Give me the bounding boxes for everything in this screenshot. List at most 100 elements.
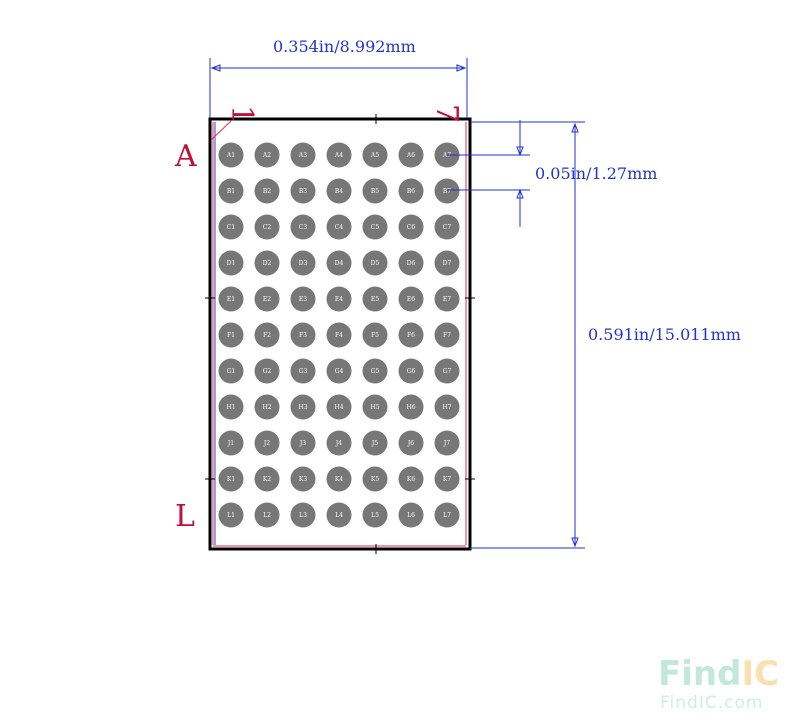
ball-label: G1 [227, 368, 236, 375]
ball-label: H7 [442, 404, 451, 411]
ball-label: G2 [263, 368, 272, 375]
ball-label: J1 [227, 440, 234, 447]
ball-label: D6 [407, 260, 416, 267]
ball-label: K3 [299, 476, 307, 483]
ball-grid: A1A2A3A4A5A6A7B1B2B3B4B5B6B7C1C2C3C4C5C6… [218, 142, 460, 528]
ball-label: B3 [299, 188, 307, 195]
ball-A1 [218, 142, 244, 168]
ball-H4 [326, 394, 352, 420]
height-label: 0.591in/15.011mm [588, 325, 741, 344]
ball-K6 [398, 466, 424, 492]
ball-label: B6 [407, 188, 415, 195]
row-first-label: A [174, 139, 197, 174]
row-last-label: L [175, 499, 195, 534]
ball-label: J5 [371, 440, 378, 447]
ball-label: B4 [335, 188, 343, 195]
ball-B5 [362, 178, 388, 204]
ball-D6 [398, 250, 424, 276]
ball-label: D2 [263, 260, 272, 267]
ball-label: F2 [263, 332, 271, 339]
ball-label: A1 [226, 152, 235, 159]
ball-E7 [434, 286, 460, 312]
ball-B7 [434, 178, 460, 204]
ball-K1 [218, 466, 244, 492]
ball-K5 [362, 466, 388, 492]
ball-label: K5 [371, 476, 379, 483]
pitch-label: 0.05in/1.27mm [535, 164, 657, 183]
ball-label: F1 [227, 332, 235, 339]
ball-A4 [326, 142, 352, 168]
ball-label: C2 [263, 224, 272, 231]
ball-J1 [218, 430, 244, 456]
ball-F4 [326, 322, 352, 348]
ball-B2 [254, 178, 280, 204]
ball-E2 [254, 286, 280, 312]
ball-label: E2 [263, 296, 271, 303]
ball-J6 [398, 430, 424, 456]
ball-label: J3 [299, 440, 306, 447]
ball-label: L5 [371, 512, 379, 519]
ball-G1 [218, 358, 244, 384]
ball-label: A6 [406, 152, 415, 159]
ball-label: F6 [407, 332, 415, 339]
ball-label: C7 [443, 224, 452, 231]
ball-C6 [398, 214, 424, 240]
ball-B1 [218, 178, 244, 204]
ball-label: A2 [262, 152, 271, 159]
ball-label: J6 [407, 440, 414, 447]
ball-label: B7 [443, 188, 451, 195]
ball-F3 [290, 322, 316, 348]
ball-label: L7 [443, 512, 451, 519]
ball-J4 [326, 430, 352, 456]
ball-label: C1 [227, 224, 235, 231]
ball-label: H3 [298, 404, 307, 411]
ball-J3 [290, 430, 316, 456]
ball-E4 [326, 286, 352, 312]
ball-label: C5 [371, 224, 380, 231]
ball-label: K1 [227, 476, 235, 483]
ball-label: B2 [263, 188, 271, 195]
ball-G7 [434, 358, 460, 384]
ball-H3 [290, 394, 316, 420]
ball-F1 [218, 322, 244, 348]
ball-label: F7 [443, 332, 451, 339]
ball-H1 [218, 394, 244, 420]
ball-label: A3 [298, 152, 307, 159]
ball-G2 [254, 358, 280, 384]
ball-C1 [218, 214, 244, 240]
ball-K4 [326, 466, 352, 492]
ball-D7 [434, 250, 460, 276]
pitch-dimension: 0.05in/1.27mm [447, 120, 657, 227]
ball-L7 [434, 502, 460, 528]
ball-label: J2 [263, 440, 270, 447]
ball-label: H6 [406, 404, 415, 411]
ball-K3 [290, 466, 316, 492]
ball-label: H2 [262, 404, 271, 411]
ball-label: L6 [407, 512, 415, 519]
ball-label: L3 [299, 512, 307, 519]
ball-label: K2 [263, 476, 271, 483]
ball-J2 [254, 430, 280, 456]
ball-label: D5 [371, 260, 380, 267]
ball-E1 [218, 286, 244, 312]
ball-L6 [398, 502, 424, 528]
ball-label: A7 [442, 152, 451, 159]
ball-label: J7 [443, 440, 450, 447]
ball-label: F4 [335, 332, 343, 339]
ball-A6 [398, 142, 424, 168]
ball-E6 [398, 286, 424, 312]
width-label: 0.354in/8.992mm [273, 37, 416, 56]
ball-A5 [362, 142, 388, 168]
ball-G3 [290, 358, 316, 384]
ball-K7 [434, 466, 460, 492]
ball-C2 [254, 214, 280, 240]
ball-L5 [362, 502, 388, 528]
ball-label: E5 [371, 296, 379, 303]
ball-label: C6 [407, 224, 416, 231]
ball-F6 [398, 322, 424, 348]
ball-label: B1 [227, 188, 235, 195]
ball-G5 [362, 358, 388, 384]
ball-A2 [254, 142, 280, 168]
ball-label: K7 [443, 476, 451, 483]
